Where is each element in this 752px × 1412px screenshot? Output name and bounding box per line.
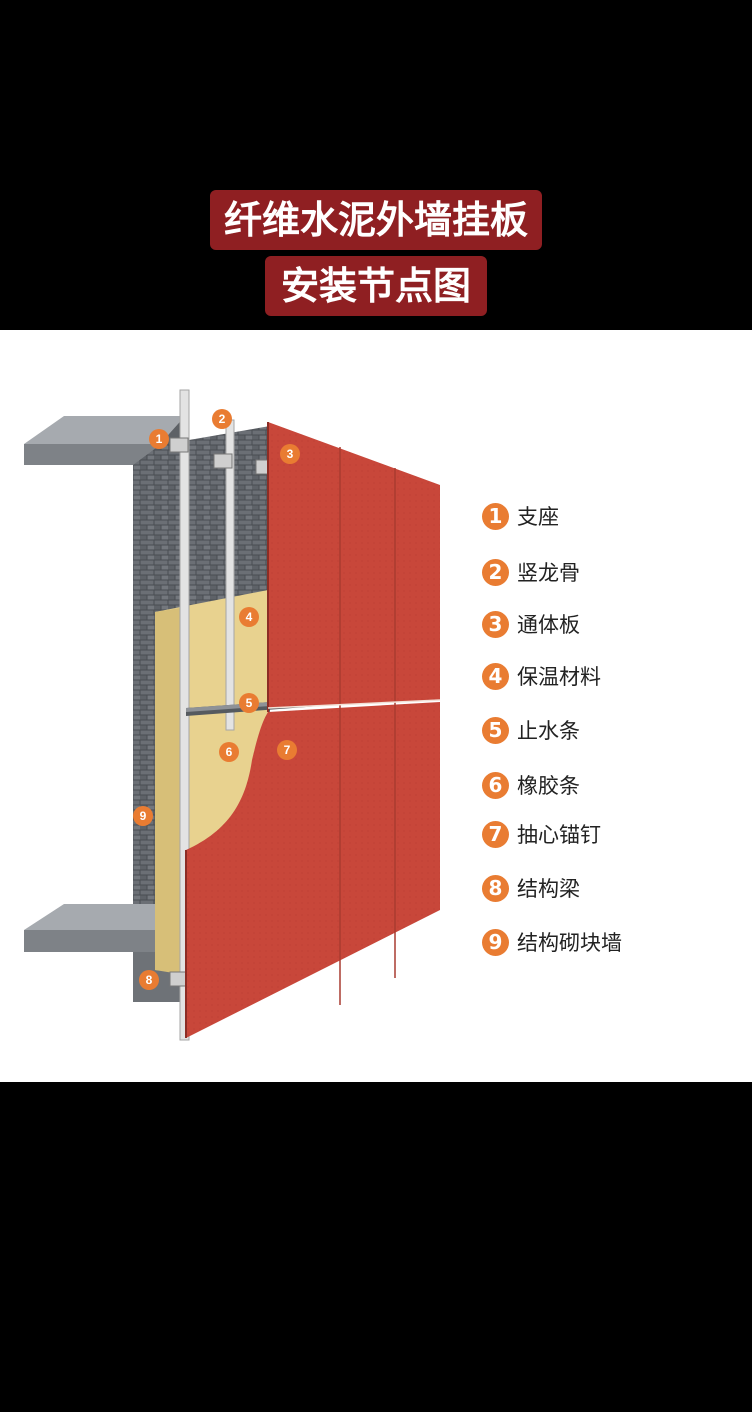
legend-number: 9 bbox=[482, 928, 509, 956]
legend-number: 2 bbox=[482, 558, 509, 586]
callout-5 bbox=[239, 693, 259, 713]
callout-7 bbox=[277, 740, 297, 760]
callout-7-num: 7 bbox=[284, 743, 291, 757]
wall-section-illustration: 1 2 3 4 5 6 7 8 9 bbox=[24, 389, 441, 1041]
legend-number: 1 bbox=[482, 502, 509, 530]
bottom-beam-front bbox=[24, 930, 160, 952]
legend-label: 止水条 bbox=[517, 719, 580, 743]
panel-lower bbox=[186, 702, 440, 1038]
legend-item-1: 1 支座 bbox=[482, 501, 559, 531]
legend-number: 3 bbox=[482, 610, 509, 638]
callout-2-num: 2 bbox=[219, 412, 226, 426]
bottom-beam-top bbox=[24, 904, 185, 930]
callout-9-num: 9 bbox=[140, 809, 147, 823]
legend-label: 竖龙骨 bbox=[517, 561, 580, 585]
top-beam-front bbox=[24, 444, 160, 465]
panel-upper bbox=[268, 422, 440, 708]
callout-4 bbox=[239, 607, 259, 627]
title-line-2: 安装节点图 bbox=[264, 256, 488, 316]
legend-item-3: 3 通体板 bbox=[482, 609, 580, 639]
legend-number: 8 bbox=[482, 874, 509, 902]
insulation-edge bbox=[155, 607, 186, 975]
legend-label: 结构砌块墙 bbox=[517, 931, 622, 955]
callout-3-num: 3 bbox=[287, 447, 294, 461]
legend-item-7: 7 抽心锚钉 bbox=[482, 819, 601, 849]
legend-item-8: 8 结构梁 bbox=[482, 873, 580, 903]
legend-number: 7 bbox=[482, 820, 509, 848]
callout-1-num: 1 bbox=[156, 432, 163, 446]
legend-label: 保温材料 bbox=[517, 665, 601, 689]
legend-label: 结构梁 bbox=[517, 877, 580, 901]
callout-6-num: 6 bbox=[226, 745, 233, 759]
callout-3 bbox=[280, 444, 300, 464]
diagram-panel: 1 2 3 4 5 6 7 8 9 1 支座 2 竖龙骨 3 通体板 4 bbox=[0, 330, 752, 1082]
callout-8 bbox=[139, 970, 159, 990]
callout-9 bbox=[133, 806, 153, 826]
top-beam-top bbox=[24, 416, 185, 444]
legend-item-6: 6 橡胶条 bbox=[482, 770, 580, 800]
legend-number: 4 bbox=[482, 662, 509, 690]
legend-label: 通体板 bbox=[517, 613, 580, 637]
callout-2 bbox=[212, 409, 232, 429]
legend-number: 5 bbox=[482, 716, 509, 744]
legend-item-9: 9 结构砌块墙 bbox=[482, 927, 622, 957]
legend-label: 抽心锚钉 bbox=[517, 823, 601, 847]
legend-label: 支座 bbox=[517, 505, 559, 529]
legend-item-5: 5 止水条 bbox=[482, 715, 580, 745]
callout-8-num: 8 bbox=[146, 973, 153, 987]
callout-1 bbox=[149, 429, 169, 449]
callout-4-num: 4 bbox=[246, 610, 253, 624]
legend-label: 橡胶条 bbox=[517, 774, 580, 798]
callout-6 bbox=[219, 742, 239, 762]
legend-item-4: 4 保温材料 bbox=[482, 661, 601, 691]
title-line-1: 纤维水泥外墙挂板 bbox=[209, 190, 543, 250]
callout-5-num: 5 bbox=[246, 696, 253, 710]
legend-item-2: 2 竖龙骨 bbox=[482, 557, 580, 587]
legend-number: 6 bbox=[482, 771, 509, 799]
